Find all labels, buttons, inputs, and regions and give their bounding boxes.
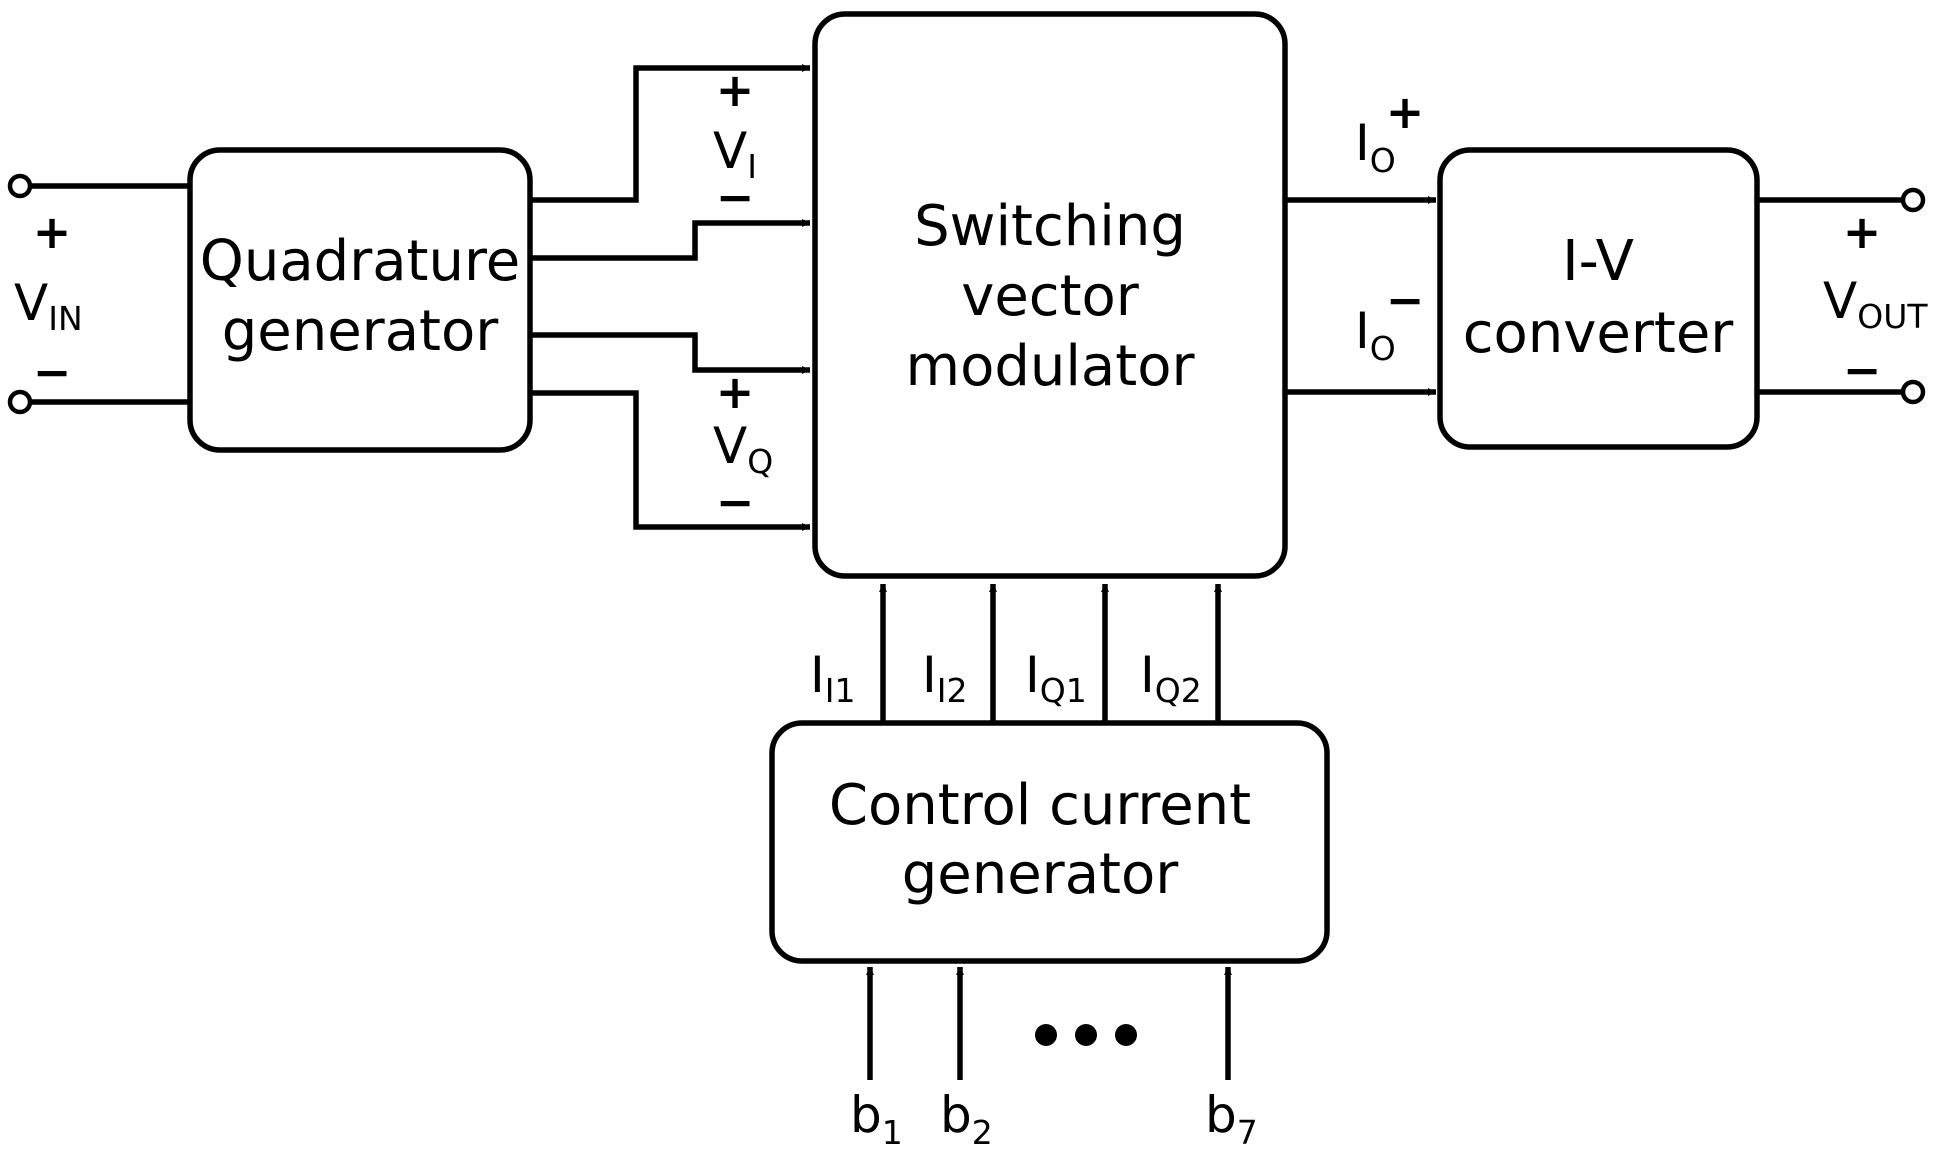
ii2-label: II2 — [922, 646, 967, 710]
iq2-label: IQ2 — [1140, 646, 1202, 710]
control-current-generator-block: Control current generator — [769, 720, 1330, 964]
vin-minus-sign: − — [33, 345, 72, 399]
vq-label-group: + VQ − — [713, 365, 773, 529]
io-plus-sign: + — [1386, 85, 1425, 139]
io-plus-label-group: IO + — [1355, 85, 1424, 180]
vi-minus-sign: − — [716, 170, 755, 224]
svm-label-line1: Switching — [914, 194, 1186, 259]
ccg-label-line1: Control current — [829, 773, 1251, 838]
vout-minus-sign: − — [1843, 343, 1882, 397]
vi-plus-sign: + — [716, 63, 755, 117]
quadrature-generator-label-line1: Quadrature — [200, 229, 520, 294]
vi-vq-wires — [530, 64, 810, 531]
vq-plus-sign: + — [716, 365, 755, 419]
svm-label-line2: vector — [961, 264, 1140, 329]
io-minus-label: IO — [1355, 302, 1396, 368]
vi-label-group: + VI − — [713, 63, 757, 224]
iv-converter-label-line2: converter — [1463, 301, 1735, 366]
bit-label-7: b7 — [1205, 1086, 1258, 1152]
vout-terminals: + VOUT − — [1757, 187, 1928, 405]
vin-terminals: + VIN − — [7, 173, 190, 415]
vin-label: VIN — [14, 274, 83, 338]
iq1-label: IQ1 — [1025, 646, 1087, 710]
quadrature-generator-label-line2: generator — [222, 299, 500, 364]
bit-label-2: b2 — [940, 1086, 993, 1152]
iv-converter-label-line1: I-V — [1562, 229, 1634, 294]
bit-input-wires — [866, 967, 1232, 1080]
ellipsis-dots — [1035, 1024, 1137, 1046]
vout-label: VOUT — [1823, 272, 1928, 336]
switching-vector-modulator-block: Switching vector modulator — [812, 11, 1288, 579]
iv-converter-block: I-V converter — [1437, 147, 1760, 450]
vi-label: VI — [713, 122, 757, 186]
io-minus-label-group: IO − — [1355, 273, 1424, 368]
ii1-label: II1 — [810, 646, 855, 710]
vq-minus-sign: − — [716, 475, 755, 529]
control-current-wires — [879, 584, 1222, 723]
bit-label-1: b1 — [850, 1086, 903, 1152]
vout-plus-sign: + — [1843, 205, 1882, 259]
io-minus-sign: − — [1386, 273, 1425, 327]
svm-label-line3: modulator — [906, 334, 1196, 399]
quadrature-generator-block: Quadrature generator — [187, 147, 533, 453]
ccg-label-line2: generator — [902, 842, 1180, 907]
vq-label: VQ — [713, 417, 773, 481]
vin-plus-sign: + — [33, 205, 72, 259]
io-plus-label: IO — [1355, 114, 1396, 180]
io-wires — [1285, 196, 1436, 396]
